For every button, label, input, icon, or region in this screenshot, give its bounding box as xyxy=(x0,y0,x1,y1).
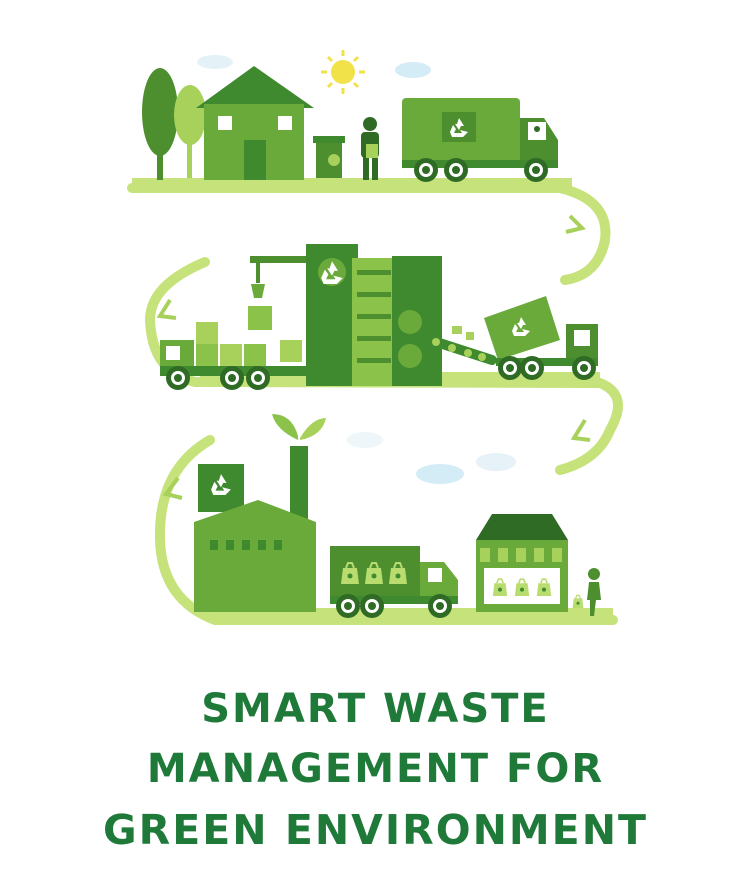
tree-icon xyxy=(142,68,206,180)
conveyor-belt-icon xyxy=(419,326,497,365)
garbage-truck-icon xyxy=(402,98,558,182)
leaf-icon xyxy=(272,414,326,440)
title-line-1: SMART WASTE xyxy=(201,686,550,732)
title-line-3: GREEN ENVIRONMENT xyxy=(103,806,648,854)
crane-icon xyxy=(248,256,306,330)
house-icon xyxy=(196,66,314,180)
trash-bin-icon xyxy=(313,136,345,178)
dump-truck-icon xyxy=(484,296,598,380)
flatbed-truck-icon xyxy=(160,322,310,390)
cloud-icon xyxy=(197,55,431,78)
recycling-machine-icon xyxy=(306,244,442,386)
row-recycling-plant xyxy=(160,244,600,390)
row-factory-retail xyxy=(194,414,613,622)
row-home-collection xyxy=(132,50,572,192)
factory-icon xyxy=(194,446,316,612)
shopper-icon xyxy=(571,568,601,616)
cloud-icon xyxy=(347,432,516,484)
title-line-2: MANAGEMENT FOR xyxy=(146,746,605,792)
person-icon xyxy=(361,117,379,180)
cycle-path xyxy=(127,183,623,625)
waste-cycle-illustration xyxy=(127,50,623,625)
sun-icon xyxy=(321,50,365,94)
shop-icon xyxy=(476,514,568,612)
delivery-truck-icon xyxy=(330,546,458,618)
